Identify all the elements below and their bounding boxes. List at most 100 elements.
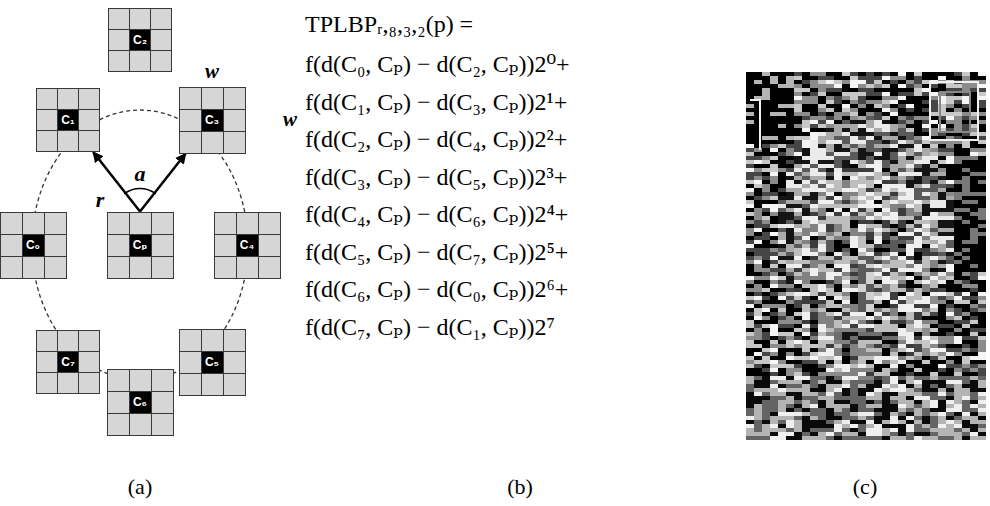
texture-cell [826, 316, 834, 320]
texture-cell [834, 324, 842, 328]
texture-cell [898, 188, 906, 192]
texture-cell [850, 268, 858, 272]
texture-cell [842, 248, 850, 252]
texture-cell [938, 224, 946, 228]
texture-cell [898, 140, 906, 144]
texture-cell [770, 192, 778, 196]
texture-cell [858, 164, 866, 168]
texture-cell [842, 108, 850, 112]
texture-cell [922, 108, 930, 112]
texture-cell [906, 328, 914, 332]
texture-cell [882, 120, 890, 124]
texture-cell [970, 120, 978, 124]
texture-cell [882, 172, 890, 176]
texture-cell [834, 272, 842, 276]
texture-cell [922, 272, 930, 276]
texture-cell [802, 92, 810, 96]
texture-cell [866, 168, 874, 172]
texture-cell [746, 92, 754, 96]
texture-cell [914, 76, 922, 80]
texture-cell [954, 236, 962, 240]
texture-cell [746, 164, 754, 168]
texture-cell [762, 192, 770, 196]
texture-cell [962, 272, 970, 276]
texture-cell [818, 160, 826, 164]
texture-cell [786, 268, 794, 272]
texture-cell [930, 132, 938, 136]
texture-cell [834, 164, 842, 168]
texture-cell [882, 192, 890, 196]
texture-cell [954, 288, 962, 292]
texture-cell [922, 116, 930, 120]
texture-cell [906, 108, 914, 112]
texture-cell [786, 128, 794, 132]
texture-cell [866, 124, 874, 128]
texture-cell [898, 176, 906, 180]
texture-cell [786, 308, 794, 312]
texture-cell [970, 172, 978, 176]
texture-cell [810, 312, 818, 316]
texture-cell [906, 244, 914, 248]
texture-cell [802, 192, 810, 196]
texture-cell [810, 92, 818, 96]
texture-cell [906, 188, 914, 192]
texture-cell [850, 148, 858, 152]
texture-cell [850, 304, 858, 308]
texture-cell [882, 232, 890, 236]
texture-cell [810, 200, 818, 204]
texture-cell [962, 100, 970, 104]
texture-cell [938, 248, 946, 252]
texture-cell [762, 96, 770, 100]
texture-cell [930, 216, 938, 220]
texture-cell [746, 156, 754, 160]
texture-cell [954, 184, 962, 188]
texture-cell [922, 212, 930, 216]
texture-cell [930, 212, 938, 216]
texture-cell [746, 80, 754, 84]
texture-cell [930, 280, 938, 284]
texture-cell [882, 288, 890, 292]
texture-cell [770, 216, 778, 220]
texture-cell [874, 292, 882, 296]
texture-cell [786, 152, 794, 156]
texture-cell [858, 208, 866, 212]
texture-cell [962, 168, 970, 172]
texture-cell [882, 128, 890, 132]
texture-cell [898, 332, 906, 336]
texture-cell [802, 328, 810, 332]
texture-cell [954, 216, 962, 220]
texture-cell [810, 284, 818, 288]
texture-cell [906, 144, 914, 148]
texture-cell [818, 288, 826, 292]
texture-cell [834, 96, 842, 100]
texture-cell [826, 248, 834, 252]
texture-cell [762, 144, 770, 148]
texture-cell [786, 144, 794, 148]
texture-cell [802, 288, 810, 292]
texture-cell [914, 188, 922, 192]
texture-cell [786, 176, 794, 180]
texture-cell [762, 288, 770, 292]
texture-cell [810, 256, 818, 260]
texture-cell [746, 176, 754, 180]
texture-cell [826, 228, 834, 232]
texture-cell [914, 208, 922, 212]
texture-cell [970, 152, 978, 156]
texture-cell [810, 100, 818, 104]
texture-cell [914, 200, 922, 204]
texture-cell [874, 136, 882, 140]
texture-cell [954, 316, 962, 320]
texture-cell [810, 316, 818, 320]
texture-cell [930, 192, 938, 196]
texture-cell [882, 224, 890, 228]
texture-cell [914, 244, 922, 248]
texture-cell [898, 168, 906, 172]
texture-cell [762, 172, 770, 176]
texture-cell [946, 292, 954, 296]
texture-cell [842, 76, 850, 80]
texture-cell [970, 216, 978, 220]
texture-cell [890, 252, 898, 256]
texture-cell [754, 300, 762, 304]
texture-cell [970, 244, 978, 248]
texture-cell [930, 264, 938, 268]
